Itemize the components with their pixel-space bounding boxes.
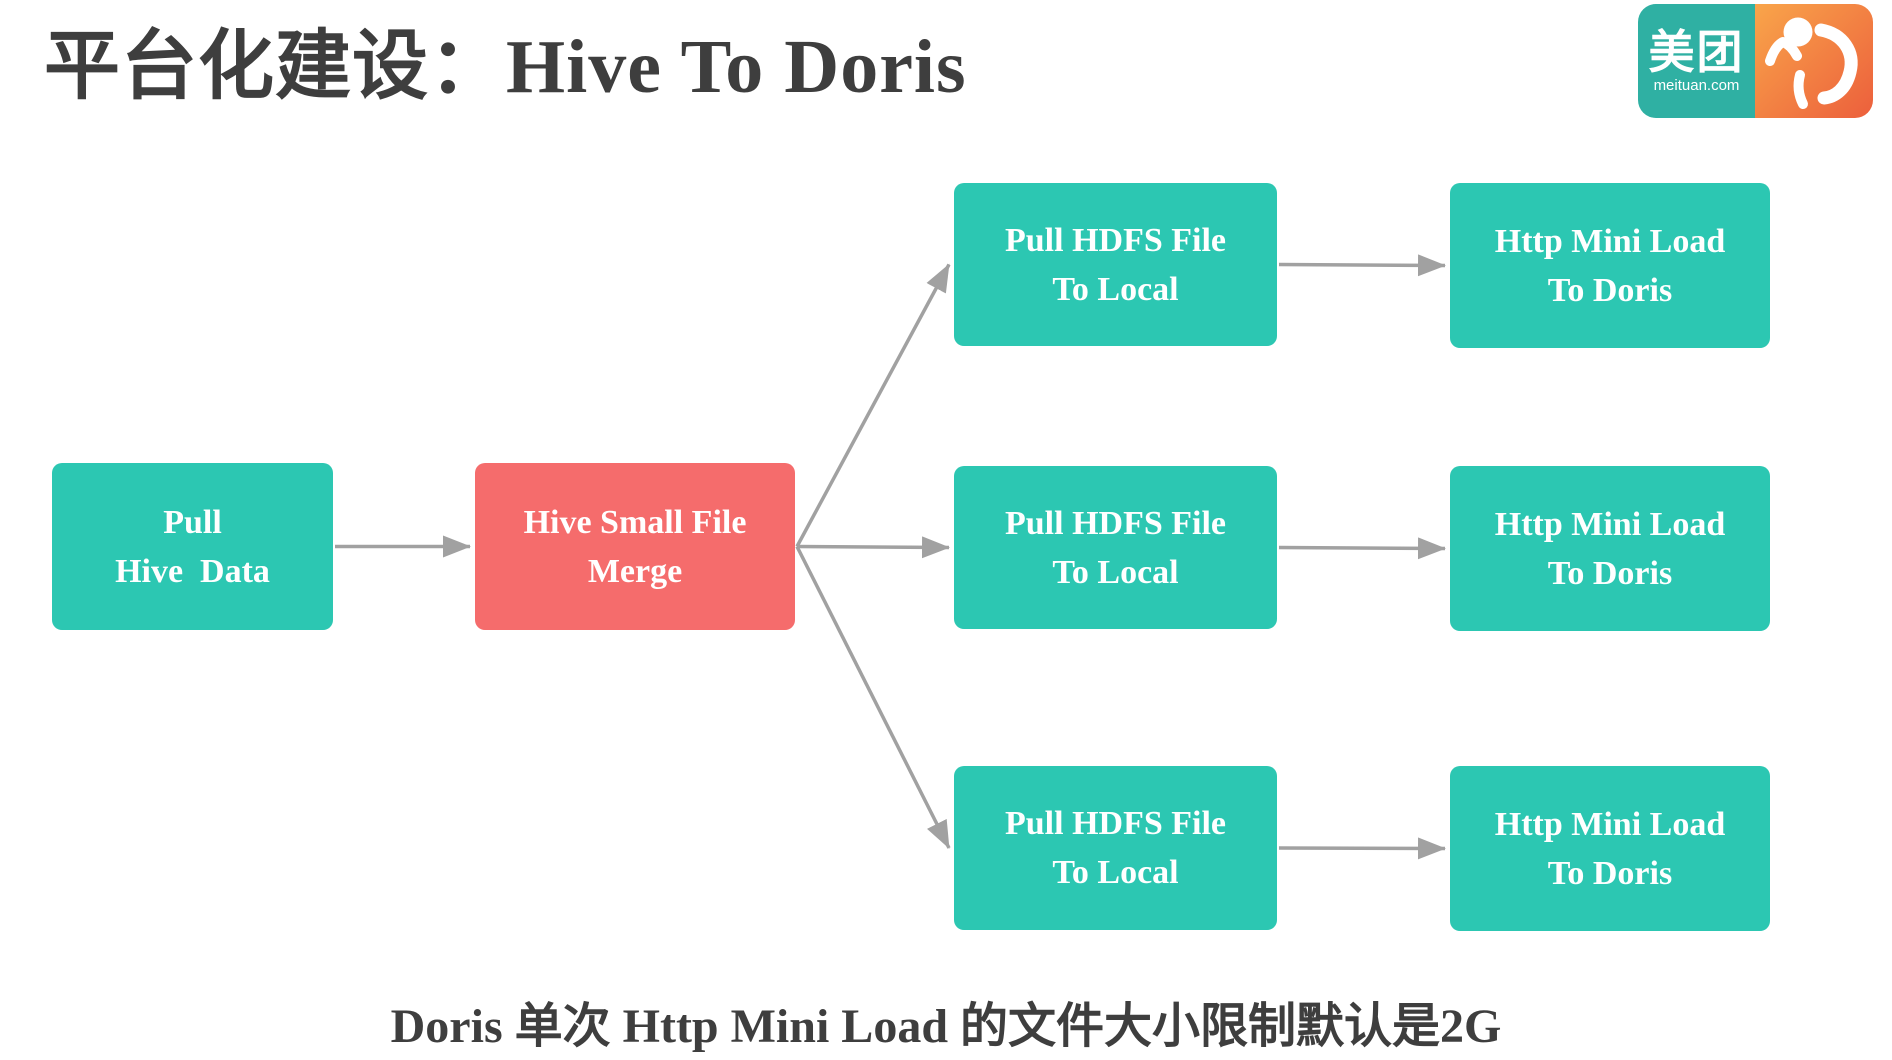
node-label-line: Pull HDFS File [1005, 221, 1226, 259]
dancing-man-icon [1765, 17, 1858, 109]
slide-title: 平台化建设：Hive To Doris [44, 25, 967, 109]
pull-hdfs-file-top: Pull HDFS File To Local [954, 183, 1277, 346]
pull-hdfs-file-bottom: Pull HDFS File To Local [954, 766, 1277, 930]
slide-caption: Doris 单次 Http Mini Load 的文件大小限制默认是2G [390, 1000, 1502, 1053]
node-label-line: To Doris [1547, 854, 1673, 892]
node-label-line: Http Mini Load [1494, 222, 1726, 260]
meituan-dianping-logo: 美团 meituan.com [1638, 4, 1873, 118]
flow-arrow-pull-hdfs-file-top-to-http-mini-load-top [1278, 254, 1446, 277]
node-label-line: Pull HDFS File [1005, 805, 1226, 842]
meituan-logo-url: meituan.com [1653, 77, 1740, 94]
node-label-line: Pull HDFS File [1005, 504, 1226, 542]
node-label-line: Hive Small File [523, 503, 747, 541]
node-label-line: Merge [587, 552, 683, 590]
http-mini-load-bottom: Http Mini Load To Doris [1450, 766, 1770, 931]
meituan-logo-left: 美团 meituan.com [1638, 4, 1755, 118]
node-label-line: To Doris [1547, 271, 1673, 309]
flow-arrow-hive-small-file-merge-to-pull-hdfs-file-top [795, 263, 951, 548]
node-label-line: Http Mini Load [1494, 805, 1726, 843]
node-label-line: To Local [1052, 270, 1179, 308]
node-label-line: Http Mini Load [1494, 505, 1726, 543]
node-label-line: To Local [1052, 854, 1179, 891]
pull-hdfs-file-middle: Pull HDFS File To Local [954, 466, 1277, 629]
dianping-logo-tile [1755, 4, 1873, 118]
flow-arrow-pull-hdfs-file-middle-to-http-mini-load-middle [1278, 537, 1446, 560]
meituan-logo-wordmark: 美团 [1648, 26, 1745, 78]
http-mini-load-middle: Http Mini Load To Doris [1450, 466, 1770, 631]
node-label-line: Hive Data [115, 552, 270, 590]
node-label-line: To Doris [1547, 554, 1673, 592]
http-mini-load-top: Http Mini Load To Doris [1450, 183, 1770, 348]
node-label-line: To Local [1052, 553, 1179, 591]
flow-arrow-hive-small-file-merge-to-pull-hdfs-file-middle [796, 536, 950, 559]
flow-arrow-hive-small-file-merge-to-pull-hdfs-file-bottom [795, 545, 951, 849]
node-label-line: Pull [163, 503, 222, 541]
flow-arrow-pull-hdfs-file-bottom-to-http-mini-load-bottom [1278, 837, 1446, 860]
